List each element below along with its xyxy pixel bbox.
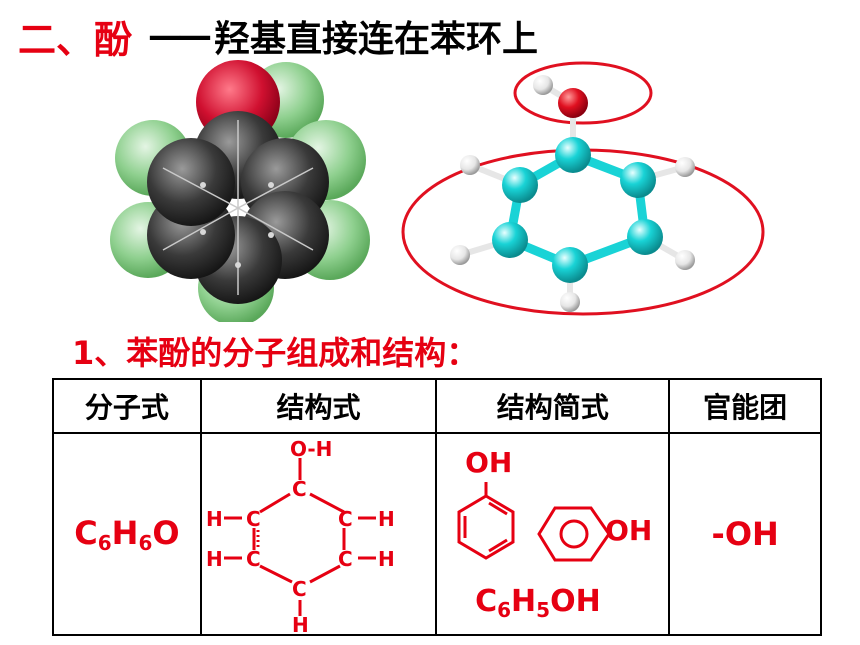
section-heading: 1、苯酚的分子组成和结构：	[72, 334, 479, 372]
cell-molecular-formula: C6H6O	[52, 432, 202, 636]
struct-oh: O-H	[290, 437, 332, 461]
header-structural-formula: 结构式	[199, 378, 438, 434]
cell-structural-formula: O-H C C C C C C H H H H H	[199, 432, 438, 636]
struct-c-bottom: C	[292, 577, 307, 601]
struct-c-top: C	[292, 477, 307, 501]
struct-h-lower-left: H	[206, 547, 223, 571]
molecular-formula: C6H6O	[74, 513, 180, 555]
struct-c-lower-right: C	[338, 547, 353, 571]
cell-simplified-formula: OH	[435, 432, 671, 636]
cell-functional-group: -OH	[668, 432, 822, 636]
struct-c-lower-left: C	[246, 547, 261, 571]
slide-title: 二、酚 —— 羟基直接连在苯环上	[18, 6, 538, 66]
phenol-structure-table: 分子式 结构式 结构简式 官能团 C6H6O	[52, 378, 822, 636]
functional-group: -OH	[711, 515, 779, 553]
space-filling-model-image	[110, 60, 370, 322]
title-phenol: 二、酚	[18, 17, 133, 62]
struct-h-upper-right: H	[378, 507, 395, 531]
structural-formula-diagram: O-H C C C C C C H H H H H	[206, 437, 395, 634]
title-dash: ——	[148, 16, 212, 56]
benzene-ring-vertical-icon	[457, 482, 515, 560]
title-definition: 羟基直接连在苯环上	[214, 19, 539, 60]
struct-h-bottom: H	[292, 613, 309, 634]
condensed-formula: C6H5OH	[475, 584, 601, 622]
simplified-oh-top: OH	[465, 446, 513, 479]
benzene-highlight-ellipse	[401, 148, 765, 316]
struct-h-lower-right: H	[378, 547, 395, 571]
benzene-ring-horizontal-icon	[537, 506, 611, 562]
table-row: C6H6O	[52, 432, 822, 636]
table-header-row: 分子式 结构式 结构简式 官能团	[52, 378, 822, 434]
ball-and-stick-model-image	[401, 61, 765, 316]
struct-h-upper-left: H	[206, 507, 223, 531]
struct-c-upper-right: C	[338, 507, 353, 531]
header-functional-group: 官能团	[668, 378, 822, 434]
simplified-oh-right: OH	[605, 514, 653, 547]
struct-c-upper-left: C	[246, 507, 261, 531]
header-simplified-formula: 结构简式	[435, 378, 671, 434]
hydroxyl-highlight-ellipse	[513, 61, 653, 125]
header-molecular-formula: 分子式	[52, 378, 202, 434]
